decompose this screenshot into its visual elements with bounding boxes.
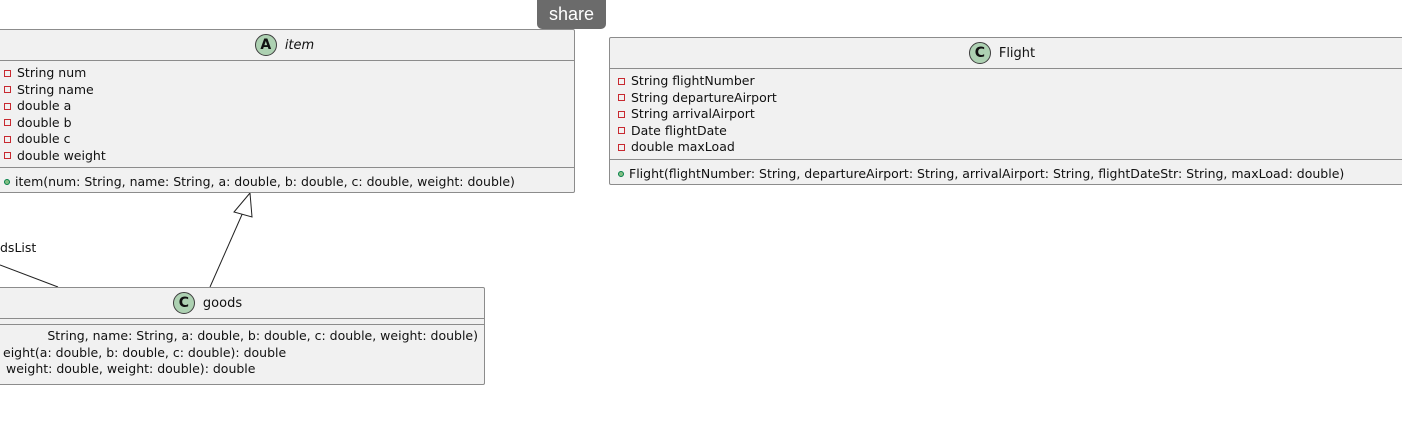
field-row: String departureAirport (610, 90, 1402, 107)
class-badge-icon: C (968, 42, 991, 64)
private-visibility-icon (4, 69, 11, 77)
public-visibility-icon (618, 170, 624, 177)
fields-section: String num String name double a double b… (0, 61, 574, 168)
private-visibility-icon (4, 86, 11, 94)
field-row: double maxLoad (610, 139, 1402, 156)
fields-section: String flightNumber String departureAirp… (610, 69, 1402, 160)
method-row: String, name: String, a: double, b: doub… (47, 328, 478, 343)
class-name: goods (202, 295, 243, 311)
private-visibility-icon (4, 135, 11, 143)
association-line (0, 264, 59, 288)
method-row: Flight(flightNumber: String, departureAi… (610, 164, 1402, 184)
field-row: double a (0, 98, 574, 115)
class-header: C Flight (610, 38, 1402, 69)
methods-section: item(num: String, name: String, a: doubl… (0, 168, 574, 192)
generalization-arrowhead (233, 191, 253, 218)
private-visibility-icon (618, 110, 625, 118)
share-button[interactable]: share (537, 0, 606, 29)
private-visibility-icon (4, 102, 11, 110)
class-item[interactable]: A item String num String name double a d… (0, 29, 575, 193)
class-header: A item (0, 30, 574, 61)
private-visibility-icon (4, 152, 11, 160)
private-visibility-icon (618, 77, 625, 85)
fields-section (0, 319, 484, 325)
field-row: String flightNumber (610, 73, 1402, 90)
field-row: double weight (0, 148, 574, 165)
public-visibility-icon (4, 179, 10, 185)
class-header: C goods (0, 288, 484, 319)
class-name: item (284, 37, 315, 53)
private-visibility-icon (618, 127, 625, 135)
class-badge-icon: C (172, 292, 195, 314)
field-row: String name (0, 82, 574, 99)
association-label: dsList (0, 240, 37, 255)
class-name: Flight (998, 45, 1036, 61)
method-row: eight(a: double, b: double, c: double): … (3, 344, 287, 360)
method-row: weight: double, weight: double): double (6, 361, 256, 376)
methods-section: String, name: String, a: double, b: doub… (0, 325, 484, 381)
private-visibility-icon (618, 94, 625, 102)
field-row: String num (0, 65, 574, 82)
methods-section: Flight(flightNumber: String, departureAi… (610, 160, 1402, 185)
method-row: item(num: String, name: String, a: doubl… (0, 172, 574, 192)
field-row: String arrivalAirport (610, 106, 1402, 123)
private-visibility-icon (618, 143, 625, 151)
class-flight[interactable]: C Flight String flightNumber String depa… (609, 37, 1402, 185)
private-visibility-icon (4, 119, 11, 127)
abstract-badge-icon: A (254, 34, 277, 56)
field-row: double c (0, 131, 574, 148)
class-goods[interactable]: C goods String, name: String, a: double,… (0, 287, 485, 385)
generalization-line (209, 209, 245, 288)
field-row: double b (0, 115, 574, 132)
field-row: Date flightDate (610, 123, 1402, 140)
